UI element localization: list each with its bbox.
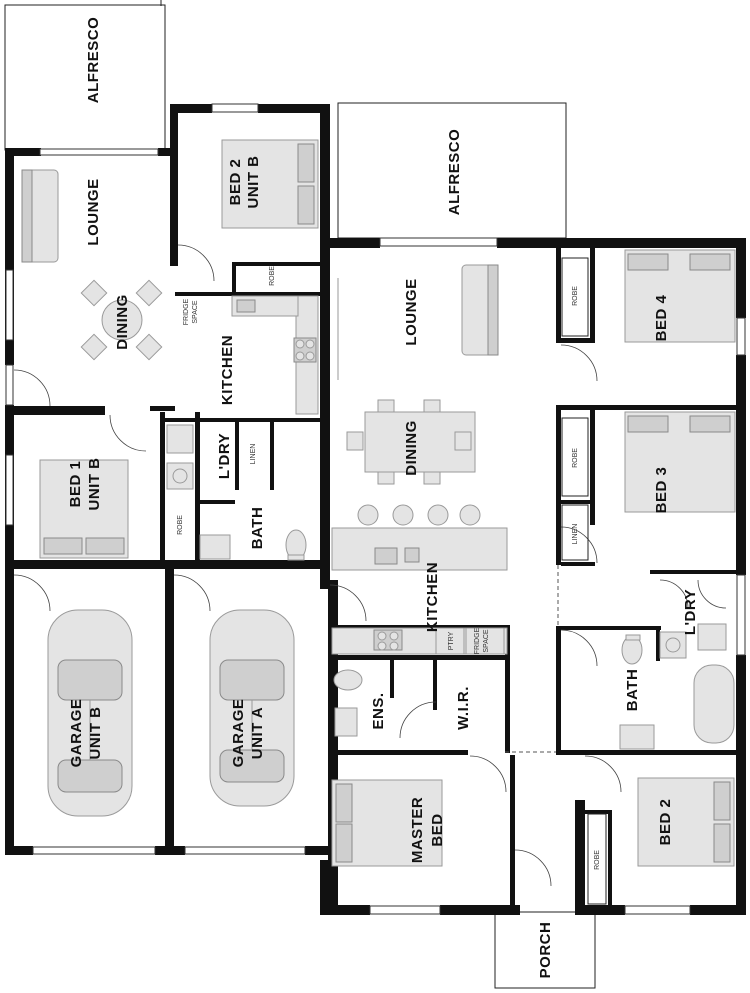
label-garage-unit-b-line2: UNIT B	[87, 707, 104, 760]
door-swings	[13, 244, 727, 887]
label-master-bed-line1: MASTER	[409, 797, 426, 863]
label-bath-unit-a: BATH	[624, 669, 641, 712]
windows	[5, 103, 746, 915]
label-master-bed-line2: BED	[429, 813, 446, 846]
label-bed1-unit-b-line2: UNIT B	[86, 458, 103, 511]
label-fridge-unit-b-line1: FRIDGE	[183, 298, 190, 325]
label-robe-bed2-unit-b: ROBE	[269, 266, 276, 286]
label-fridge-unit-b-line2: SPACE	[192, 300, 199, 324]
label-garage-unit-b-line1: GARAGE	[68, 699, 85, 768]
label-robe-bed2-unit-a: ROBE	[594, 850, 601, 870]
furniture	[21, 139, 736, 905]
car-unit-a	[209, 609, 295, 807]
label-laundry-unit-a: L'DRY	[682, 589, 699, 635]
label-bath-unit-b: BATH	[249, 507, 266, 550]
label-dining-unit-a: DINING	[403, 420, 420, 476]
label-bed2-unit-a: BED 2	[657, 799, 674, 846]
porch-outline	[494, 911, 596, 989]
label-robe-bed1-unit-b: ROBE	[177, 515, 184, 535]
label-fridge-unit-a-line2: SPACE	[483, 629, 490, 653]
label-bed3: BED 3	[653, 467, 670, 514]
label-pantry: PTRY	[448, 631, 455, 650]
car-unit-b	[47, 609, 133, 817]
label-kitchen-unit-b: KITCHEN	[219, 335, 236, 405]
label-linen-unit-b: LINEN	[250, 444, 257, 465]
label-alfresco-unit-b: ALFRESCO	[85, 17, 102, 104]
label-wir: W.I.R.	[455, 686, 472, 730]
label-robe-bed3: ROBE	[572, 448, 579, 468]
label-fridge-unit-a-line1: FRIDGE	[474, 627, 481, 654]
label-robe-bed4: ROBE	[572, 286, 579, 306]
label-porch: PORCH	[537, 922, 554, 979]
label-laundry-unit-b: L'DRY	[216, 433, 233, 479]
label-garage-unit-a-line1: GARAGE	[230, 699, 247, 768]
label-garage-unit-a-line2: UNIT A	[249, 707, 266, 759]
label-bed2-unit-b-line2: UNIT B	[245, 156, 262, 209]
label-lounge-unit-b: LOUNGE	[85, 178, 102, 245]
label-kitchen-unit-a: KITCHEN	[424, 562, 441, 632]
label-bed4: BED 4	[653, 295, 670, 342]
unit-a-walls	[320, 238, 746, 915]
label-dining-unit-b: DINING	[114, 294, 131, 350]
label-ensuite: ENS.	[370, 692, 387, 729]
label-lounge-unit-a: LOUNGE	[403, 278, 420, 345]
label-linen-unit-a: LINEN	[572, 524, 579, 545]
label-alfresco-unit-a: ALFRESCO	[446, 129, 463, 216]
unit-b-walls	[5, 104, 330, 855]
label-bed1-unit-b-line1: BED 1	[67, 461, 84, 508]
label-bed2-unit-b-line1: BED 2	[227, 159, 244, 206]
